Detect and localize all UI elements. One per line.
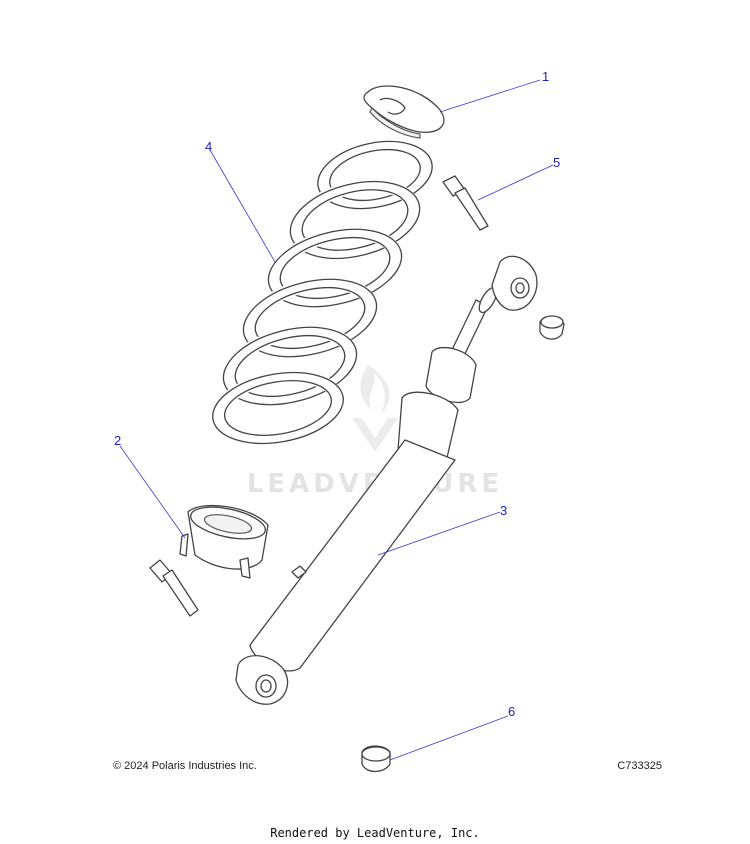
part-shock-absorber: [235, 255, 538, 705]
callout-5: 5: [553, 155, 560, 170]
copyright-text: © 2024 Polaris Industries Inc.: [113, 760, 257, 772]
part-coil-spring: [212, 139, 433, 446]
part-upper-retainer: [363, 85, 445, 139]
part-lower-nut: [361, 745, 391, 773]
callout-2: 2: [114, 433, 121, 448]
callout-3: 3: [500, 503, 507, 518]
callout-1: 1: [542, 69, 549, 84]
part-lower-bolt: [149, 559, 199, 617]
callout-4: 4: [205, 139, 212, 154]
part-lower-spring-seat: [179, 504, 269, 579]
part-upper-bolt: [442, 175, 489, 231]
rendered-by-text: Rendered by LeadVenture, Inc.: [270, 826, 480, 840]
diagram-part-number: C733325: [617, 760, 662, 772]
part-upper-bushing: [539, 315, 565, 340]
callout-6: 6: [508, 704, 515, 719]
leader-lines: [119, 79, 554, 761]
